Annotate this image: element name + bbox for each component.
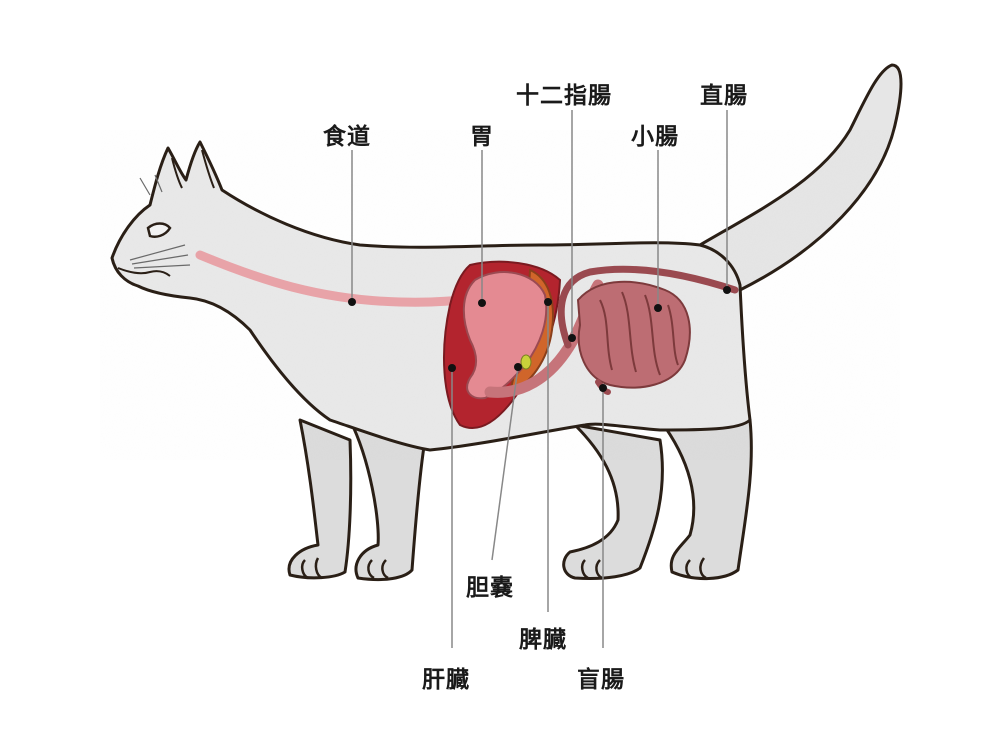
label-gallbladder: 胆嚢 [466,575,514,601]
hind-leg-far [562,423,664,580]
label-esophagus: 食道 [323,124,371,150]
label-cecum: 盲腸 [577,667,625,693]
label-duodenum: 十二指腸 [516,83,612,109]
leader-lines [351,110,728,648]
label-liver: 肝臓 [422,667,470,693]
colon [557,265,739,349]
label-rectum: 直腸 [700,83,748,109]
cat-whiskers [129,174,191,269]
label-spleen: 脾臓 [519,627,567,653]
label-small-intestine: 小腸 [631,124,679,150]
cat-mouth [117,267,171,277]
cat-eye [146,222,172,238]
paw-toes [300,557,707,580]
gallbladder [520,354,532,370]
label-stomach: 胃 [470,124,494,150]
cat-ears [171,149,215,189]
intestine-folds [599,291,679,376]
leader-dots [348,286,731,392]
